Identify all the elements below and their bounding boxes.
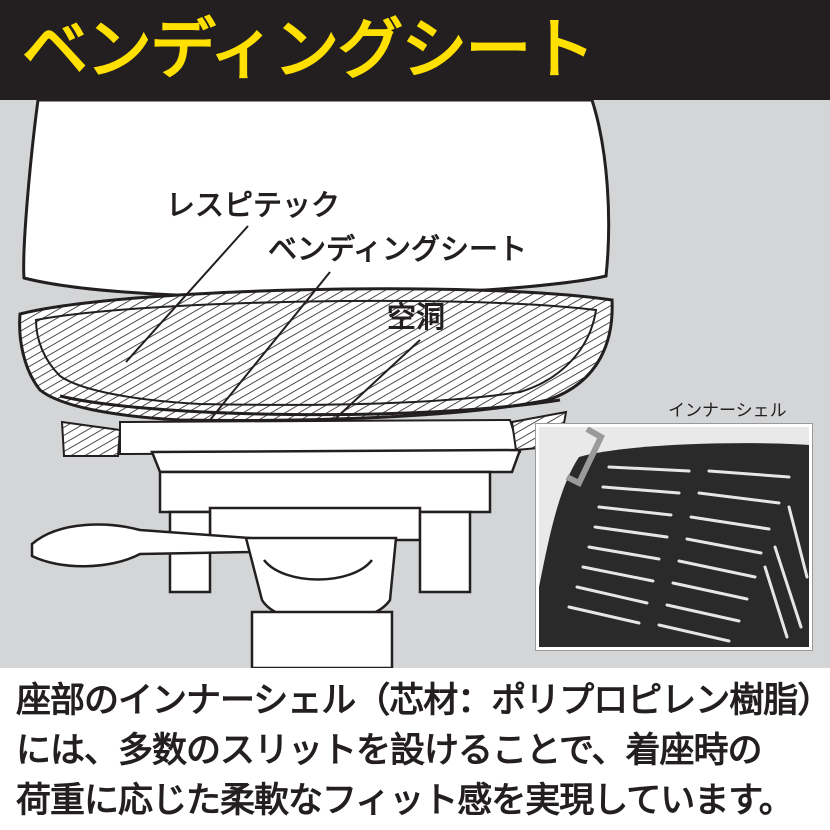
- cavity-area: [119, 418, 522, 456]
- cylinder-base: [250, 610, 394, 668]
- respitec-layer: [34, 299, 598, 406]
- page-title: ベンディングシート: [22, 11, 595, 88]
- label-cavity: 空洞: [387, 300, 446, 334]
- inner-shell-photo: [536, 424, 812, 650]
- label-bending-sheet: ベンディングシート: [268, 232, 527, 266]
- inner-shell-slits-image: [539, 427, 809, 647]
- caption-line-1: 座部のインナーシェル（芯材：ポリプロピレン樹脂）: [16, 681, 830, 721]
- caption-line-2: には、多数のスリットを設けることで、着座時の: [16, 731, 763, 771]
- inset-label: インナーシェル: [668, 401, 787, 421]
- label-respitec: レスピテック: [166, 188, 341, 222]
- header-banner: ベンディングシート: [0, 0, 830, 100]
- description-text: 座部のインナーシェル（芯材：ポリプロピレン樹脂） には、多数のスリットを設けるこ…: [16, 676, 830, 826]
- chair-diagram: [18, 100, 614, 668]
- seat-base: [150, 448, 522, 474]
- bending-sheet-line: [59, 394, 561, 417]
- caption-line-3: 荷重に応じた柔軟なフィット感を実現しています。: [16, 781, 794, 821]
- seat-cross-section-illustration: レスピテック ベンディングシート 空洞 インナーシェル: [0, 100, 830, 668]
- leader-respitec: [125, 225, 249, 363]
- mechanism-block: [158, 470, 492, 514]
- leader-bending-sheet: [209, 271, 331, 421]
